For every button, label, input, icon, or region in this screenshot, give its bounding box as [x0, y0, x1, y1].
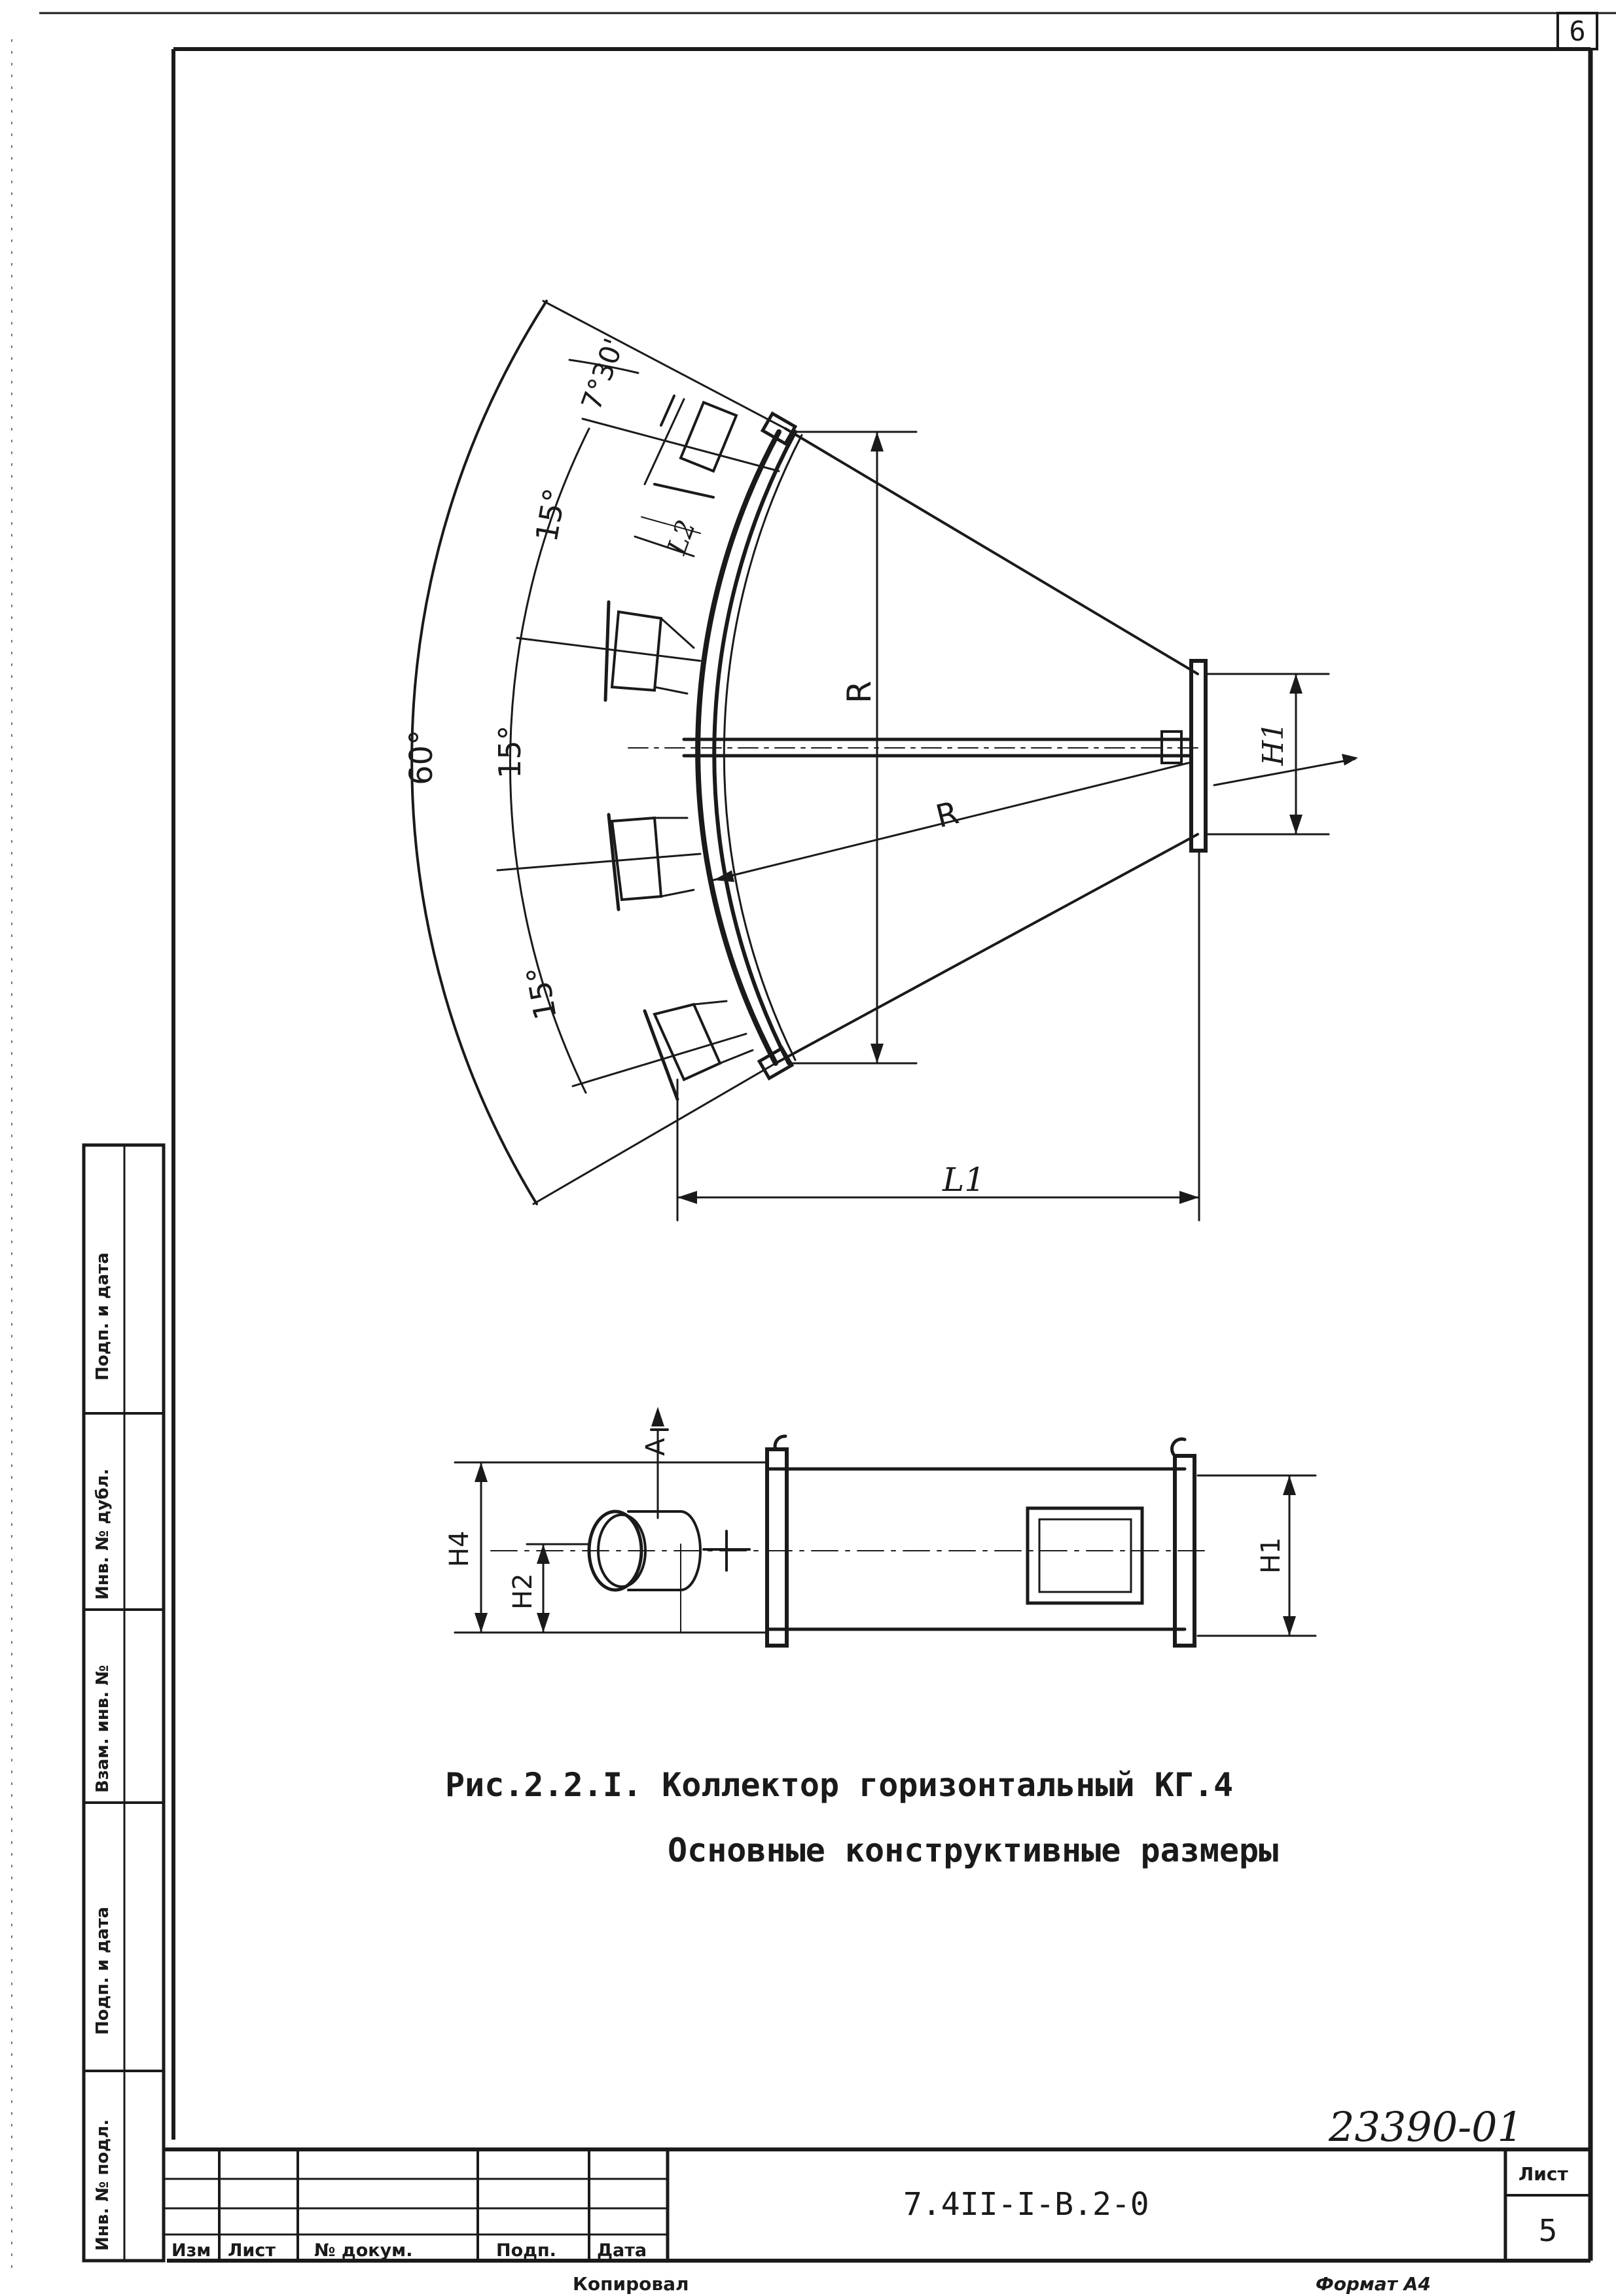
- length-l1-label: L1: [942, 1161, 985, 1199]
- sheet-number: 5: [1538, 2213, 1557, 2248]
- height-h4-label: H4: [444, 1530, 475, 1567]
- branch-nozzle-1: [643, 395, 738, 499]
- caption-line-1: Рис.2.2.I. Коллектор горизонтальный КГ.4: [445, 1766, 1233, 1804]
- tb-header-list: Лист: [228, 2240, 276, 2261]
- corner-sheet-number: 6: [1569, 15, 1585, 47]
- title-block: [164, 2147, 1590, 2261]
- tb-header-data: Дата: [597, 2240, 647, 2261]
- side-stamp: [82, 1143, 166, 2263]
- branch-nozzle-4: [643, 1000, 754, 1101]
- side-stamp-inv-dubl: Инв. № дубл.: [93, 1469, 113, 1600]
- branch-nozzle-3: [607, 813, 695, 911]
- side-stamp-podp-data-1: Подп. и дата: [93, 1907, 113, 2035]
- upper-view: [410, 300, 1358, 1222]
- angle-15-label-1: 15°: [529, 486, 573, 544]
- caption-line-2: Основные конструктивные размеры: [668, 1831, 1278, 1869]
- lower-view: [454, 1407, 1317, 1648]
- tb-header-nom-dokum: № докум.: [314, 2240, 413, 2261]
- height-h2-label: H2: [508, 1573, 538, 1610]
- angle-60-label: 60°: [403, 730, 440, 785]
- angle-15-label-2: 15°: [492, 725, 528, 779]
- section-mark-a: A: [641, 1438, 671, 1456]
- copied-label: Копировал: [573, 2273, 689, 2295]
- tb-header-podp: Подп.: [496, 2240, 556, 2261]
- document-code: 7.4II-I-B.2-0: [903, 2186, 1149, 2223]
- angle-15-label-3: 15°: [519, 964, 563, 1023]
- branch-nozzle-2: [603, 600, 695, 702]
- tb-header-izm: Изм: [171, 2240, 211, 2261]
- side-stamp-inv-podl: Инв. № подл.: [93, 2119, 113, 2251]
- side-stamp-vzam-inv: Взам. инв. №: [93, 1665, 113, 1793]
- radius-diagonal-label: R: [932, 794, 962, 835]
- sheet-label: Лист: [1518, 2163, 1568, 2185]
- radius-vertical-label: R: [840, 680, 878, 703]
- sheet-frame: [11, 12, 1616, 2277]
- height-h1-label-bottom: H1: [1256, 1537, 1286, 1574]
- format-label: Формат А4: [1316, 2273, 1431, 2295]
- handwritten-number: 23390-01: [1328, 2103, 1523, 2151]
- length-l2-label: L2: [662, 516, 702, 559]
- side-stamp-podp-data-2: Подп. и дата: [93, 1252, 113, 1381]
- angle-7-30-label: 7°30': [575, 334, 630, 415]
- height-h1-label-top: H1: [1257, 722, 1290, 766]
